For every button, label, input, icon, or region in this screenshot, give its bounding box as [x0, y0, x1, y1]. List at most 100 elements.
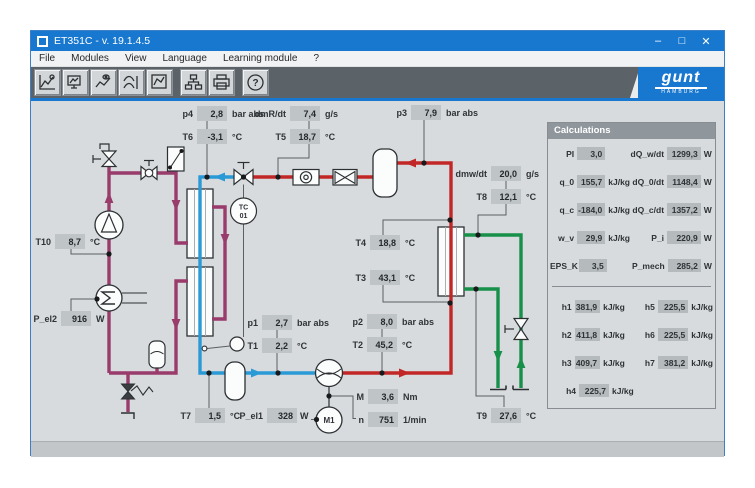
svg-text:27,6: 27,6 — [499, 411, 517, 421]
svg-text:p3: p3 — [396, 108, 407, 118]
svg-text:W: W — [96, 314, 105, 324]
svg-text:°C: °C — [405, 238, 416, 248]
svg-text:bar abs: bar abs — [446, 108, 478, 118]
svg-text:°C: °C — [90, 237, 101, 247]
menu-bar: File Modules View Language Learning modu… — [31, 51, 724, 67]
svg-text:°C: °C — [526, 411, 537, 421]
title-bar[interactable]: ET351C - v. 19.1.4.5 – □ ✕ — [31, 31, 724, 51]
svg-text:p2: p2 — [352, 317, 363, 327]
app-icon — [37, 35, 48, 47]
trend-chart-button[interactable] — [34, 69, 61, 96]
calc-value: 220,9 — [667, 231, 701, 244]
log-chart-button[interactable] — [146, 69, 173, 96]
svg-text:01: 01 — [240, 213, 248, 220]
chart-eye-icon — [95, 74, 111, 88]
svg-text:T3: T3 — [355, 273, 366, 283]
svg-text:18,7: 18,7 — [298, 132, 316, 142]
svg-text:dmR/dt: dmR/dt — [255, 109, 286, 119]
menu-modules[interactable]: Modules — [71, 53, 109, 64]
svg-text:7,4: 7,4 — [303, 109, 316, 119]
menu-help[interactable]: ? — [313, 53, 319, 64]
water-pipe-ends — [490, 385, 529, 391]
cooling-water-pipes — [464, 233, 523, 388]
scheme-button[interactable] — [180, 69, 207, 96]
calc-value: 285,2 — [667, 259, 701, 272]
svg-text:dmw/dt: dmw/dt — [456, 169, 488, 179]
brine-shutoff-valve[interactable] — [140, 159, 158, 181]
calc-value: 225,5 — [657, 328, 689, 341]
svg-text:T7: T7 — [180, 411, 191, 421]
sensor-stems — [70, 120, 507, 420]
flowchart-icon — [184, 74, 203, 90]
menu-language[interactable]: Language — [162, 53, 207, 64]
minimize-button[interactable]: – — [654, 34, 662, 47]
print-button[interactable] — [208, 69, 235, 96]
process-diagram: TC 01 — [33, 105, 539, 434]
calc-value: 411,8 — [574, 328, 601, 341]
svg-text:328: 328 — [278, 411, 293, 421]
help-button[interactable]: ? — [242, 69, 269, 96]
toolbar-rule — [31, 98, 724, 101]
svg-text:-3,1: -3,1 — [207, 132, 223, 142]
svg-text:1,5: 1,5 — [208, 411, 221, 421]
menu-learning-module[interactable]: Learning module — [222, 53, 298, 64]
svg-text:P_el2: P_el2 — [33, 314, 57, 324]
svg-text:°C: °C — [232, 132, 243, 142]
sensor-T6: T6-3,1°C — [182, 129, 243, 144]
vent-valve[interactable] — [92, 143, 118, 168]
svg-text:2,7: 2,7 — [275, 318, 288, 328]
system-diagram-button[interactable] — [62, 69, 89, 96]
maximize-button[interactable]: □ — [678, 34, 686, 47]
curves-chart-button[interactable] — [118, 69, 145, 96]
water-regulating-valve[interactable] — [504, 317, 530, 341]
svg-text:T4: T4 — [355, 238, 366, 248]
sensor-P_el2: P_el2 916 W — [33, 311, 105, 326]
sensor-T7: T7 1,5 °C — [180, 408, 241, 423]
junction-dots — [94, 160, 481, 423]
framed-chart-icon — [151, 74, 167, 89]
svg-text:T5: T5 — [275, 132, 286, 142]
menu-file[interactable]: File — [39, 53, 56, 64]
svg-text:18,8: 18,8 — [378, 238, 396, 248]
calc-value: 1357,2 — [667, 203, 701, 216]
monitor-icon — [67, 75, 81, 89]
svg-text:bar abs: bar abs — [402, 317, 434, 327]
menu-view[interactable]: View — [124, 53, 147, 64]
svg-text:1/min: 1/min — [403, 415, 427, 425]
brine-heater — [95, 284, 147, 312]
toolbar: gunt HAMBURG — [31, 67, 724, 98]
svg-text:751: 751 — [379, 415, 394, 425]
gunt-logo: gunt HAMBURG — [638, 67, 724, 98]
svg-text:°C: °C — [325, 132, 336, 142]
expansion-tank — [148, 340, 166, 369]
svg-text:n: n — [359, 415, 365, 425]
svg-text:°C: °C — [526, 192, 537, 202]
svg-text:TC: TC — [239, 205, 248, 212]
flow-arrows — [104, 158, 526, 378]
calc-value: -184,0 — [577, 203, 606, 216]
refrigerant-flowmeter — [292, 168, 320, 186]
svg-text:T1: T1 — [247, 341, 258, 351]
svg-text:°C: °C — [230, 411, 241, 421]
calc-value: 1299,3 — [667, 147, 701, 160]
svg-text:916: 916 — [72, 314, 87, 324]
close-button[interactable]: ✕ — [701, 35, 711, 48]
chart-view-button[interactable] — [90, 69, 117, 96]
sensor-n: n 751 1/min — [359, 412, 427, 427]
safety-relief-valve — [120, 383, 154, 419]
